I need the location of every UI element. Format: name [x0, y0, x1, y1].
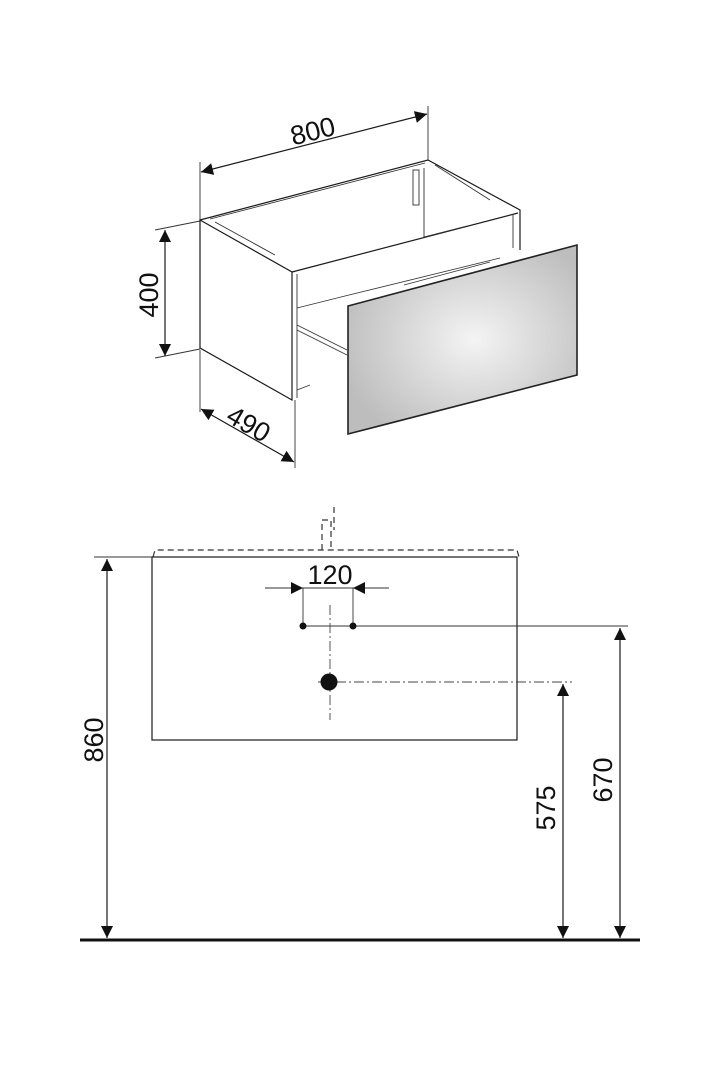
faucet-outline [321, 519, 332, 550]
washbasin-outline [152, 549, 520, 558]
tap-height-label: 670 [588, 757, 618, 802]
cabinet-side-panel [199, 218, 293, 402]
tap-spacing-label: 120 [307, 560, 352, 590]
cabinet-front-rail [291, 212, 519, 273]
drawer-box-edge [296, 324, 348, 351]
rail-edge [209, 162, 426, 220]
depth-dimension-label: 490 [221, 400, 275, 449]
cabinet-top-edge [199, 159, 521, 250]
drawer-box-edge [296, 384, 311, 391]
width-dimension-line [200, 111, 428, 175]
total-height-label: 860 [79, 717, 109, 762]
rail-edge [434, 164, 491, 201]
extension-line [154, 348, 201, 359]
height-dimension-label: 400 [134, 272, 164, 317]
drawer-box-edge [296, 257, 501, 309]
cabinet-front-outline [151, 556, 518, 741]
width-dimension-label: 800 [287, 111, 338, 151]
rail-edge [214, 221, 276, 256]
back-inner-edge [423, 225, 468, 238]
drawer-handle [403, 261, 491, 286]
drain-height-label: 575 [531, 785, 561, 830]
tap-hole-marker [349, 622, 357, 630]
front-view: 860 120 575 670 [79, 507, 640, 942]
drain-marker [320, 673, 338, 691]
drawer-box-edge [296, 329, 348, 356]
depth-dimension-line [200, 408, 295, 463]
isometric-view: 800 400 490 [134, 106, 578, 468]
mounting-bracket-icon [412, 169, 420, 206]
drawer-front [347, 243, 578, 436]
tap-hole-marker [299, 622, 307, 630]
extension-line [154, 220, 201, 231]
